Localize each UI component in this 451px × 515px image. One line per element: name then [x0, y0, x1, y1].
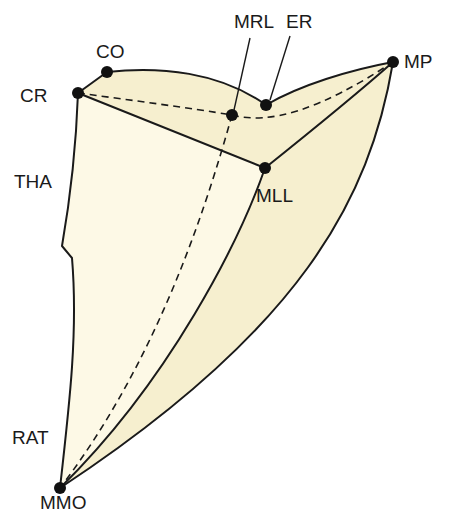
point-label: MLL — [256, 186, 293, 205]
point-label: MMO — [40, 493, 86, 512]
cr-mll-line — [78, 93, 265, 168]
er-leader — [270, 36, 290, 100]
mp-point — [387, 56, 399, 68]
left-edge — [60, 93, 78, 488]
right-face — [60, 62, 393, 488]
mrl-mmo-dashed — [60, 115, 232, 488]
co-point — [101, 66, 113, 78]
cr-mrl-dashed — [78, 93, 232, 115]
right-edge — [60, 62, 393, 488]
mll-mmo-line — [60, 168, 265, 488]
point-label: THA — [14, 172, 52, 191]
mll-point — [259, 162, 271, 174]
cr-point — [72, 87, 84, 99]
mrl-leader — [234, 38, 250, 110]
point-label: MP — [404, 52, 433, 71]
top-edge — [78, 62, 393, 105]
mrl-point — [226, 109, 238, 121]
point-label: RAT — [12, 428, 49, 447]
point-label: CR — [20, 86, 47, 105]
point-label: CO — [96, 42, 125, 61]
point-label: MRL — [234, 12, 274, 31]
mrl-mp-dashed — [232, 62, 393, 118]
point-label: ER — [286, 12, 312, 31]
er-point — [260, 99, 272, 111]
